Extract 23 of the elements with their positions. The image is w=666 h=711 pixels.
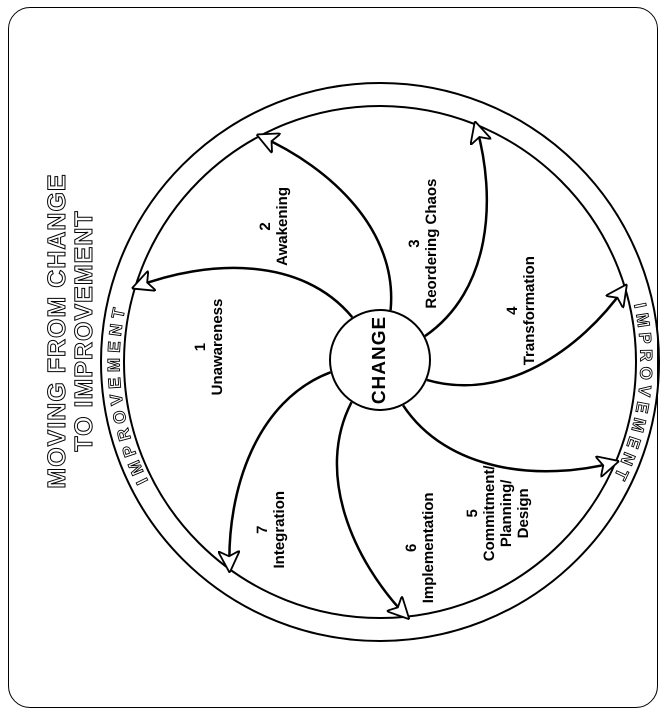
step-number: 5 bbox=[464, 508, 482, 520]
step-number: 3 bbox=[406, 238, 424, 250]
center-label: CHANGE bbox=[369, 316, 391, 404]
curved-arrow bbox=[256, 133, 392, 310]
title: MOVING FROM CHANGE TO IMPROVEMENT bbox=[44, 172, 98, 491]
curved-arrow bbox=[336, 402, 410, 620]
step-name: Implementation bbox=[420, 492, 436, 604]
curved-arrow bbox=[130, 266, 354, 318]
step-number: 6 bbox=[402, 542, 420, 554]
step-number: 2 bbox=[257, 221, 274, 233]
curved-arrow bbox=[424, 120, 492, 338]
curved-arrow bbox=[402, 404, 620, 478]
step-number: 4 bbox=[504, 306, 521, 317]
step-name: Transformation bbox=[520, 256, 538, 366]
curved-arrow bbox=[218, 371, 332, 574]
step-name: Unawareness bbox=[208, 298, 226, 396]
step-number: 7 bbox=[254, 524, 272, 536]
step-name: Awakening bbox=[274, 187, 292, 266]
step-name: Integration bbox=[271, 490, 288, 568]
curved-arrow bbox=[426, 283, 628, 386]
step-name: Reordering Chaos bbox=[423, 178, 440, 309]
step-name: Commitment/ Planning/ Design bbox=[481, 465, 532, 562]
step-number: 1 bbox=[192, 342, 209, 354]
